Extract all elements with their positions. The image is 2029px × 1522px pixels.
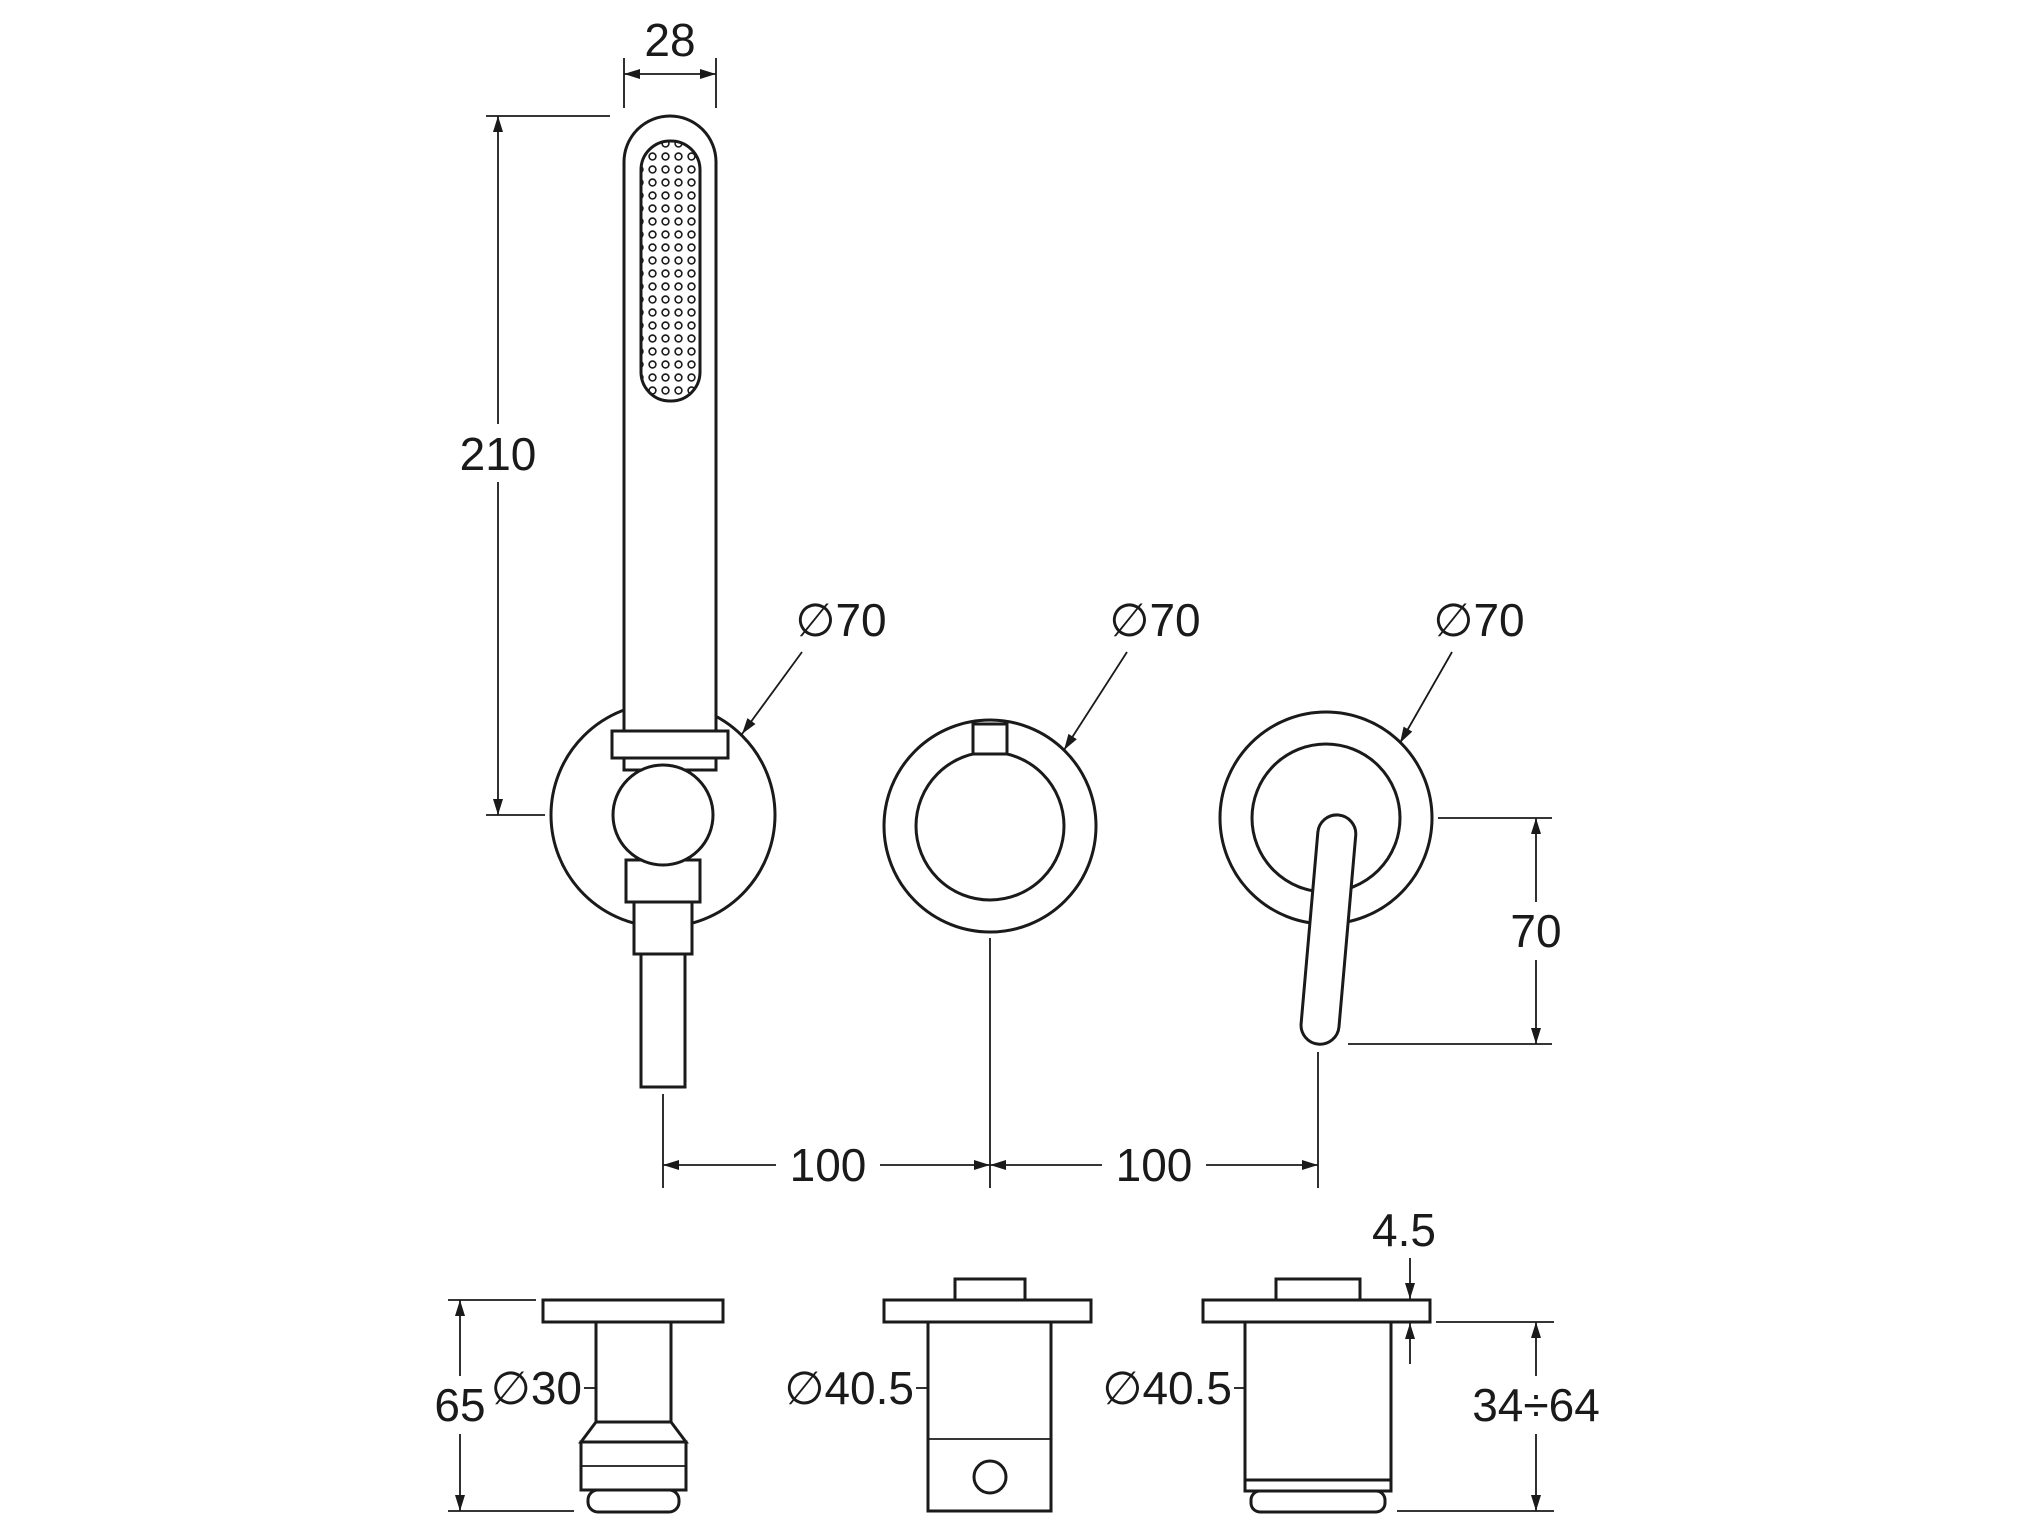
diverter-flange-edge bbox=[882, 1298, 1093, 1324]
dim-flange-thickness-label: 4.5 bbox=[1372, 1204, 1436, 1256]
holder-flange-edge bbox=[541, 1298, 725, 1324]
handshower-holder-front-view bbox=[549, 114, 777, 1089]
dim-spacing-left-label: 100 bbox=[790, 1139, 867, 1191]
holder-outlet-tube bbox=[639, 952, 687, 1089]
holder-body-dia-text: ∅30 bbox=[491, 1362, 582, 1414]
dim-handshower-length-label: 210 bbox=[460, 428, 537, 480]
label-background bbox=[1450, 1376, 1622, 1434]
dim-spacings: 100 100 bbox=[662, 938, 1319, 1194]
mixer-boss-edge bbox=[1274, 1277, 1362, 1302]
label-background bbox=[1496, 902, 1576, 960]
leader-line bbox=[1399, 651, 1453, 744]
label-background bbox=[776, 1136, 880, 1194]
holder-side-view bbox=[541, 1298, 725, 1514]
dim-holder-height: 65 bbox=[420, 1299, 574, 1512]
mixer-side-view bbox=[1201, 1277, 1432, 1514]
dim-holder-height-label: 65 bbox=[434, 1379, 485, 1431]
dim-head-width: 28 bbox=[623, 14, 717, 108]
mixer-body-cap bbox=[1249, 1489, 1387, 1514]
dim-spacing-right-label: 100 bbox=[1116, 1139, 1193, 1191]
holder-body bbox=[632, 900, 694, 956]
diverter-rosette bbox=[914, 750, 1066, 902]
leader-line bbox=[741, 651, 803, 735]
diverter-screw bbox=[972, 1459, 1008, 1495]
label-diverter-body-dia: ∅40.5 bbox=[784, 1362, 927, 1414]
diverter-plate-dia-text: ∅70 bbox=[1109, 594, 1200, 646]
dim-lever-height: 70 bbox=[1348, 817, 1576, 1045]
dim-lever-height-label: 70 bbox=[1510, 905, 1561, 957]
dim-mounting-depth: 34÷64 bbox=[1397, 1321, 1622, 1512]
diverter-front-view bbox=[882, 718, 1098, 934]
dim-flange-thickness: 4.5 bbox=[1372, 1204, 1436, 1364]
diverter-knob-edge bbox=[953, 1277, 1027, 1302]
mixer-body bbox=[1243, 1320, 1393, 1482]
label-mixer-body-dia: ∅40.5 bbox=[1102, 1362, 1244, 1414]
mixer-flange-edge bbox=[1201, 1298, 1432, 1324]
leader-line bbox=[1063, 651, 1128, 751]
handshower-spray-face bbox=[639, 139, 702, 403]
holder-plate-dia-text: ∅70 bbox=[795, 594, 886, 646]
diverter-side-view bbox=[882, 1277, 1093, 1513]
dim-head-width-label: 28 bbox=[644, 14, 695, 66]
holder-nut bbox=[624, 858, 702, 904]
label-background bbox=[1102, 1136, 1206, 1194]
label-background bbox=[452, 424, 544, 482]
label-holder-body-dia: ∅30 bbox=[491, 1362, 597, 1414]
holder-neck bbox=[594, 1320, 673, 1424]
holder-collar bbox=[610, 729, 730, 760]
holder-clip-shoulder bbox=[578, 1420, 689, 1444]
dim-mounting-depth-label: 34÷64 bbox=[1472, 1379, 1600, 1431]
mixer-front-view bbox=[1218, 710, 1434, 1046]
diverter-body-dia-text: ∅40.5 bbox=[784, 1362, 914, 1414]
label-background bbox=[420, 1376, 502, 1434]
holder-knob bbox=[611, 763, 715, 867]
label-diverter-plate-dia: ∅70 bbox=[1063, 594, 1201, 751]
label-mixer-plate-dia: ∅70 bbox=[1399, 594, 1525, 744]
mixer-plate-dia-text: ∅70 bbox=[1433, 594, 1524, 646]
dim-handshower-length: 210 bbox=[452, 115, 610, 816]
label-holder-plate-dia: ∅70 bbox=[741, 594, 887, 735]
mixer-body-dia-text: ∅40.5 bbox=[1102, 1362, 1232, 1414]
mixer-lever-handle bbox=[1299, 813, 1358, 1046]
diverter-knob-tab bbox=[971, 722, 1009, 756]
mixer-body-band bbox=[1243, 1478, 1393, 1493]
holder-clip-bottom bbox=[586, 1488, 681, 1514]
